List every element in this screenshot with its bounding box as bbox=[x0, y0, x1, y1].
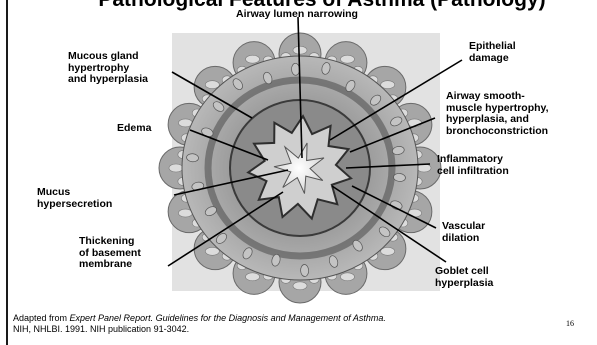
label-vascular-dilation: Vascular dilation bbox=[442, 221, 485, 244]
fat-cell bbox=[246, 55, 260, 63]
label-mucous-gland: Mucous gland hypertrophy and hyperplasia bbox=[68, 51, 148, 86]
label-epithelial-damage: Epithelial damage bbox=[469, 41, 516, 64]
fat-cell bbox=[340, 273, 354, 281]
label-inflammatory-cell: Inflammatory cell infiltration bbox=[437, 154, 509, 177]
citation-title: Expert Panel Report. Guidelines for the … bbox=[70, 313, 386, 323]
page-number: 16 bbox=[566, 319, 574, 328]
fat-cell bbox=[293, 282, 307, 290]
label-mucus-hypersecretion: Mucus hypersecretion bbox=[37, 187, 112, 210]
gland bbox=[291, 63, 300, 75]
gland bbox=[300, 264, 309, 276]
fat-cell bbox=[340, 55, 354, 63]
fat-cell bbox=[169, 164, 183, 172]
label-edema: Edema bbox=[117, 123, 151, 135]
label-thickening-basement-membrane: Thickening of basement membrane bbox=[79, 236, 141, 271]
fat-cell bbox=[246, 273, 260, 281]
citation-line2: NIH, NHLBI. 1991. NIH publication 91-304… bbox=[13, 324, 189, 334]
citation: Adapted from Expert Panel Report. Guidel… bbox=[13, 313, 386, 335]
citation-prefix: Adapted from bbox=[13, 313, 70, 323]
label-smooth-muscle: Airway smooth- muscle hypertrophy, hyper… bbox=[446, 91, 549, 137]
label-airway-lumen-narrowing: Airway lumen narrowing bbox=[236, 9, 358, 21]
label-goblet-cell: Goblet cell hyperplasia bbox=[435, 266, 493, 289]
fat-cell bbox=[293, 46, 307, 54]
